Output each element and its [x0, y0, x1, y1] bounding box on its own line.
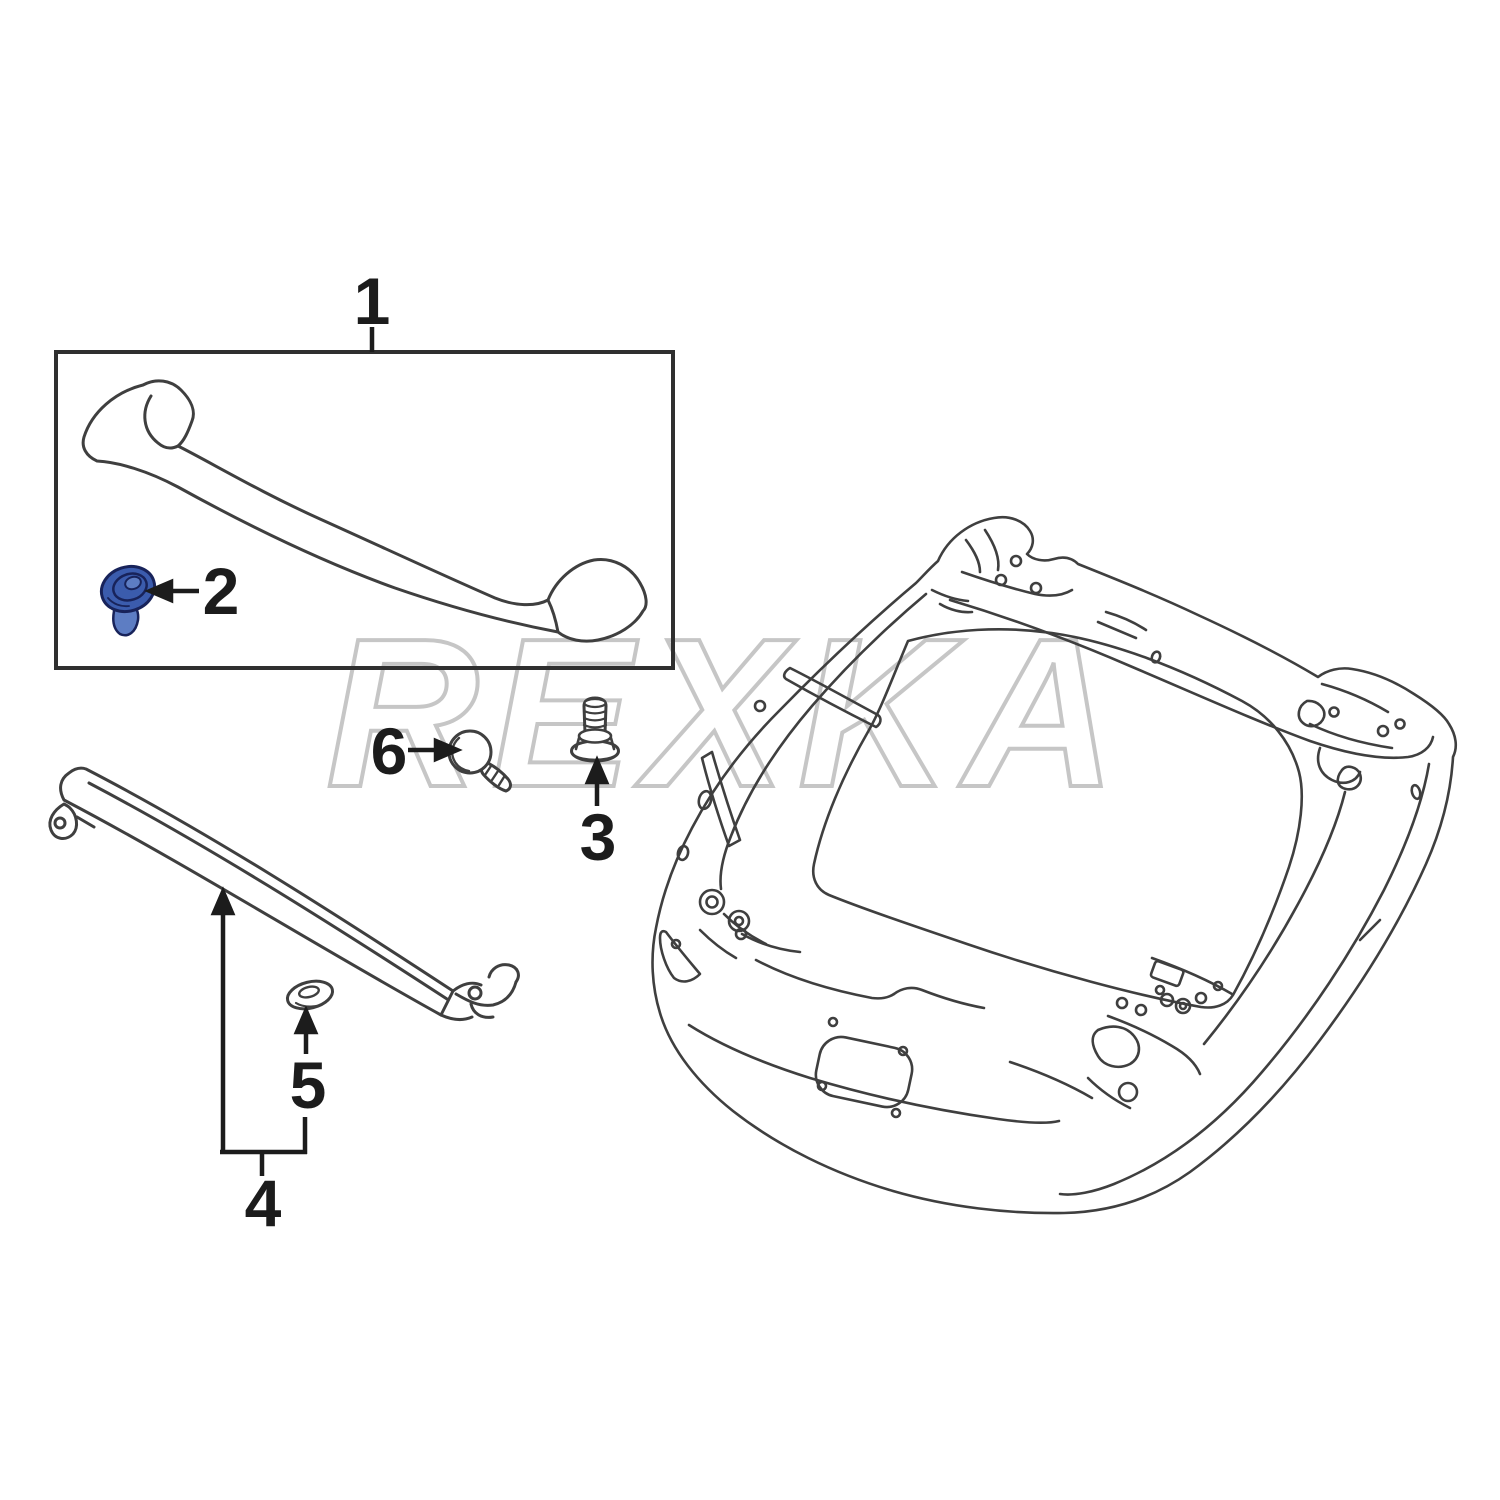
tailgate-window-aperture: [811, 628, 1304, 1009]
part-3-bolt: [570, 696, 620, 763]
callout-label-4: 4: [244, 1166, 282, 1240]
latch-cluster: [1086, 956, 1234, 1110]
strip-end-clip-details: [439, 963, 520, 1021]
part-2-clip: [99, 564, 157, 637]
pillar-slots: [676, 666, 882, 862]
callout-label-3: 3: [579, 800, 617, 874]
left-hinge-bracket: [960, 528, 1074, 597]
part-1-frame-box: [54, 350, 675, 670]
leader-arrowhead-3: [584, 755, 610, 785]
leader-arrowhead-4: [210, 886, 236, 916]
lower-left-corner-details: [658, 888, 768, 983]
callout-label-5: 5: [289, 1048, 327, 1122]
clip-highlight: [107, 597, 130, 608]
callout-leaders: [144, 327, 610, 1176]
callout-label-2: 2: [202, 554, 240, 628]
leader-arrowhead-5: [293, 1005, 319, 1035]
license-plate-recess: [814, 1016, 914, 1119]
part-5-grommet: [285, 979, 335, 1011]
clip-center: [124, 575, 142, 591]
leader-arrowhead-6: [433, 737, 463, 763]
part-1-spoiler: [81, 379, 648, 643]
tailgate-outline: [651, 515, 1458, 1215]
watermark-text: REXKA: [326, 594, 1128, 831]
part-6-screw: [447, 729, 512, 793]
part-4-garnish-strip: [48, 766, 520, 1021]
tailgate-illustration: [651, 515, 1458, 1215]
leader-arrowhead-2: [144, 578, 174, 604]
clip-ring: [112, 572, 148, 602]
callout-label-1: 1: [353, 264, 391, 338]
callout-label-6: 6: [370, 714, 408, 788]
right-hinge-bracket: [1297, 682, 1406, 791]
